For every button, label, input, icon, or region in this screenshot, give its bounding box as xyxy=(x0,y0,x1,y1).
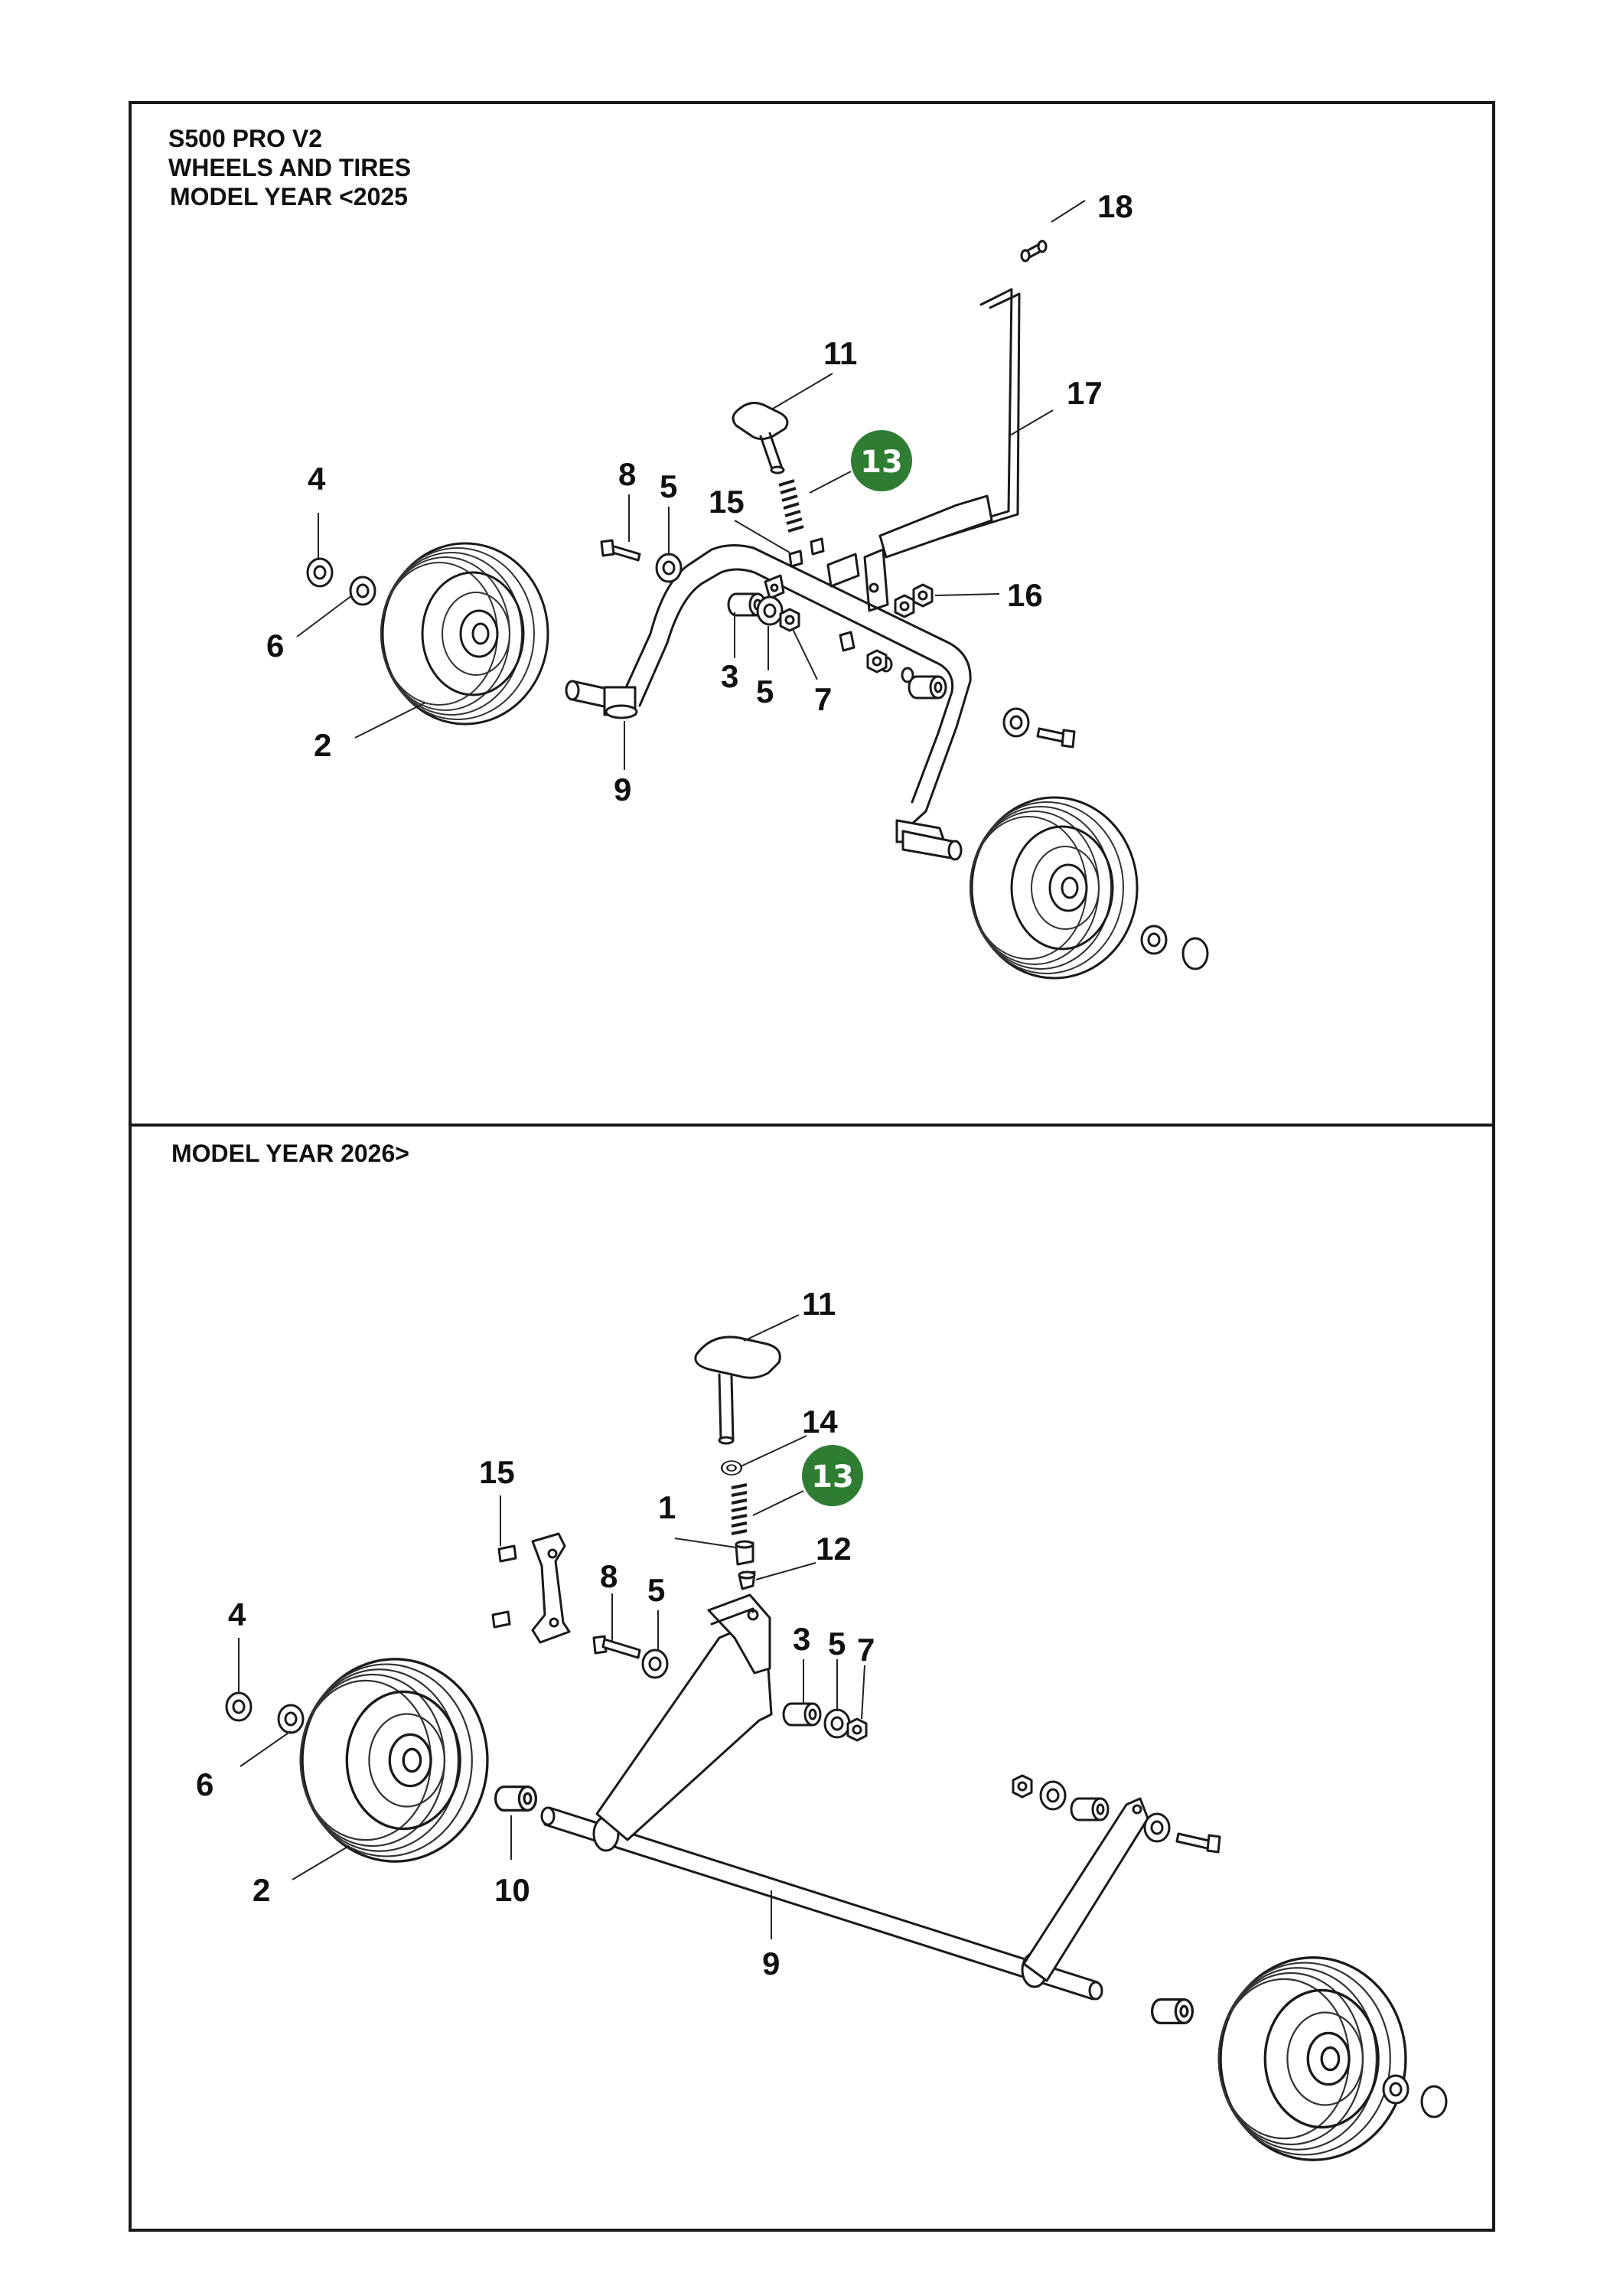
bottom-left-wheel xyxy=(299,1658,489,1863)
callout-bottom-1: 1 xyxy=(658,1489,676,1525)
callout-bottom-5b: 5 xyxy=(828,1626,846,1662)
highlight-badge-top-13: 13 xyxy=(851,430,912,491)
callout-top-13: 13 xyxy=(860,445,903,480)
highlight-badge-bottom-13: 13 xyxy=(802,1445,863,1506)
callout-bottom-2: 2 xyxy=(253,1872,270,1908)
callout-top-5a: 5 xyxy=(660,468,677,504)
bottom-model-year-range: MODEL YEAR 2026> xyxy=(171,1140,409,1167)
bottom-leader-lines xyxy=(238,1314,865,1939)
callout-bottom-7: 7 xyxy=(857,1632,875,1668)
bottom-assembly-drawing xyxy=(225,1336,1448,2161)
diagram-frame xyxy=(129,101,1495,2232)
top-left-wheel xyxy=(380,542,549,726)
callout-bottom-6: 6 xyxy=(196,1766,213,1802)
callout-top-9: 9 xyxy=(614,771,631,807)
callout-bottom-8: 8 xyxy=(600,1558,618,1594)
top-assembly-drawing xyxy=(306,240,1209,980)
bottom-spring xyxy=(731,1483,748,1535)
assembly-title: WHEELS AND TIRES xyxy=(168,154,411,181)
callout-top-2: 2 xyxy=(314,727,331,763)
callout-bottom-14: 14 xyxy=(802,1404,838,1440)
callout-bottom-13: 13 xyxy=(811,1459,854,1495)
callout-top-3: 3 xyxy=(721,658,738,694)
callout-bottom-10: 10 xyxy=(494,1872,530,1908)
callout-top-17: 17 xyxy=(1067,375,1103,411)
callout-bottom-11: 11 xyxy=(802,1286,836,1322)
callout-top-16: 16 xyxy=(1007,577,1043,613)
callout-top-11: 11 xyxy=(823,335,857,371)
model-line-title: S500 PRO V2 xyxy=(168,125,322,152)
bottom-right-wheel xyxy=(1217,1956,1407,2161)
callout-top-7: 7 xyxy=(814,681,832,717)
top-leader-lines xyxy=(296,200,1086,770)
top-right-wheel xyxy=(969,796,1139,980)
top-spring xyxy=(778,479,804,533)
callout-top-6: 6 xyxy=(266,628,284,664)
callout-top-4: 4 xyxy=(308,461,326,497)
callout-top-18: 18 xyxy=(1097,188,1133,224)
callout-bottom-9: 9 xyxy=(762,1945,780,1981)
callout-bottom-15: 15 xyxy=(479,1454,515,1490)
callout-top-5b: 5 xyxy=(756,673,774,709)
callout-bottom-12: 12 xyxy=(816,1531,852,1567)
callout-top-8: 8 xyxy=(618,456,636,492)
top-model-year-range: MODEL YEAR <2025 xyxy=(170,183,408,210)
callout-bottom-4: 4 xyxy=(228,1596,246,1632)
callout-bottom-3: 3 xyxy=(793,1621,810,1657)
callout-top-15: 15 xyxy=(709,484,745,520)
callout-bottom-5a: 5 xyxy=(647,1572,665,1608)
